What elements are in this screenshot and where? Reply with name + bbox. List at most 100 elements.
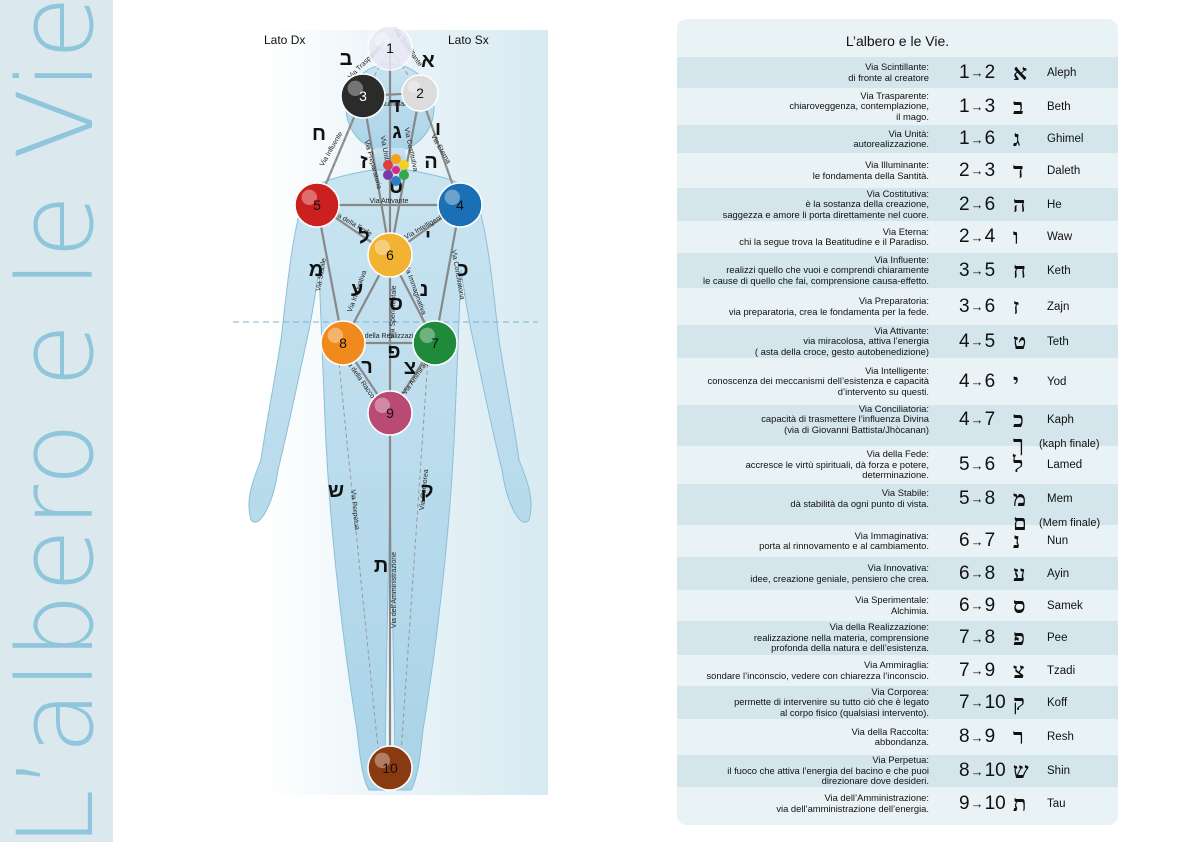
- label-left-side: Lato Sx: [448, 33, 489, 47]
- letter-beth: ב: [340, 48, 353, 70]
- path-from: 6: [959, 594, 970, 616]
- sephira-node-5: [294, 182, 340, 228]
- path-connection: 6→9: [959, 592, 995, 619]
- letter-koff: ק: [420, 480, 433, 502]
- arrow-icon: →: [970, 491, 984, 506]
- path-to: 4: [984, 226, 996, 247]
- letter-pee: פ: [387, 341, 400, 363]
- path-to: 7: [984, 530, 996, 551]
- path-description: Via Conciliatoria:capacità di trasmetter…: [679, 403, 929, 435]
- sephira-number-7: 7: [431, 335, 439, 351]
- path-description-line: Alchimia.: [890, 604, 929, 616]
- path-name: Via Illuminante:: [865, 159, 929, 171]
- path-description: Via Stabile:dà stabilità da ogni punto d…: [679, 484, 929, 513]
- hebrew-letter: א: [1013, 59, 1028, 86]
- path-connection: 2→4: [959, 223, 995, 251]
- path-description: Via Ammiraglia:sondare l’inconscio, vede…: [679, 657, 929, 684]
- path-from: 5: [959, 454, 970, 475]
- path-connection: 7→9: [959, 657, 995, 684]
- path-description: Via Attivante:via miracolosa, attiva l’e…: [679, 325, 929, 358]
- path-from: 6: [959, 530, 970, 551]
- path-connection: 1→6: [959, 125, 995, 153]
- path-label-unita: Via Unità: [379, 135, 391, 164]
- letter-samek: ס: [389, 293, 403, 315]
- sephira-node-6: [367, 232, 413, 278]
- path-connection: 1→3: [959, 90, 995, 123]
- letter-name: Aleph: [1047, 66, 1077, 79]
- arrow-icon: →: [970, 598, 984, 613]
- path-to: 6: [984, 295, 996, 317]
- path-row: Via Innovativa:idee, creazione geniale, …: [677, 557, 1118, 590]
- letter-name: Waw: [1047, 231, 1073, 243]
- letter-ayin: ע: [351, 279, 363, 301]
- letter-shin: ש: [328, 480, 344, 502]
- hebrew-letter: ל: [1013, 452, 1024, 478]
- sephira-node-1: [367, 25, 413, 71]
- side-band: L’albero e le Vie: [0, 0, 113, 842]
- path-row: Via Preparatoria:via preparatoria, crea …: [677, 290, 1118, 323]
- path-to: 5: [984, 259, 996, 281]
- path-to: 9: [984, 594, 996, 616]
- path-description-line: porta al rinnovamento e al cambiamento.: [759, 540, 929, 551]
- tree-path-dashed-line: [336, 342, 381, 769]
- path-description-line: al corpo fisico (qualsiasi intervento).: [779, 706, 929, 718]
- side-title: L’albero e le Vie: [0, 0, 113, 842]
- path-row: Via Immaginativa:porta al rinnovamento e…: [677, 527, 1118, 555]
- path-to: 10: [984, 691, 1006, 713]
- hebrew-letter: ע: [1013, 560, 1026, 587]
- path-description-line: determinazione.: [862, 469, 929, 481]
- path-to: 10: [984, 792, 1006, 814]
- letter-name: Tau: [1047, 797, 1066, 810]
- path-row: Via dell’Amministrazione:via dell’ammini…: [677, 789, 1118, 818]
- letter-name: Koff: [1047, 696, 1068, 709]
- hebrew-letter: מ: [1013, 485, 1027, 512]
- path-connection: 1→2: [959, 57, 995, 88]
- path-from: 1: [959, 128, 970, 149]
- path-to: 10: [984, 760, 1006, 781]
- path-row: Via Attivante:via miracolosa, attiva l’e…: [677, 325, 1118, 358]
- arrow-icon: →: [970, 65, 984, 80]
- path-row: Via Intelligente:conoscenza dei meccanis…: [677, 360, 1118, 403]
- path-from: 3: [959, 259, 970, 281]
- arrow-icon: →: [970, 663, 984, 678]
- sephira-number-8: 8: [339, 335, 347, 351]
- path-description: Via Preparatoria:via preparatoria, crea …: [679, 290, 929, 323]
- path-description-line: via preparatoria, crea le fondamenta per…: [728, 305, 929, 317]
- letter-name: He: [1047, 198, 1062, 211]
- path-description-line: profonda della natura e dell’esistenza.: [771, 642, 929, 654]
- path-to: 6: [984, 193, 996, 215]
- path-label-perpetua: Via Perpetua: [349, 489, 360, 530]
- path-description: Via Scintillante:di fronte al creatore: [679, 57, 929, 88]
- arrow-icon: →: [970, 131, 984, 147]
- path-description: Via Influente:realizzi quello che vuoi e…: [679, 253, 929, 288]
- path-label-illuminante: Via Illuminante: [368, 101, 414, 108]
- tree-path-line: [433, 204, 462, 344]
- path-from: 2: [959, 193, 970, 215]
- tree-path-dashed-line: [399, 342, 430, 769]
- path-name: Via Eterna:: [882, 225, 929, 237]
- path-name: Via della Fede:: [866, 448, 929, 460]
- path-from: 7: [959, 691, 970, 713]
- arrow-icon: →: [970, 163, 984, 178]
- letter-name: Keth: [1047, 264, 1071, 277]
- path-row: Via Ammiraglia:sondare l’inconscio, vede…: [677, 657, 1118, 684]
- path-to: 5: [984, 330, 996, 352]
- letter-name: Tzadi: [1047, 664, 1076, 677]
- letter-kaph: כ: [457, 259, 468, 281]
- path-label-sperimentale: Via Sperimentale: [389, 285, 398, 338]
- path-name: Via Attivante:: [874, 324, 929, 336]
- arrow-icon: →: [970, 763, 984, 779]
- path-name: Via Intelligente:: [865, 364, 929, 376]
- hebrew-letter: ק: [1013, 689, 1025, 716]
- path-description-line: abbondanza.: [874, 736, 929, 747]
- hebrew-letter: צ: [1013, 657, 1025, 684]
- arrow-icon: →: [970, 412, 984, 427]
- path-description: Via Corporea:permette di intervenire su …: [679, 686, 929, 719]
- path-connection: 6→8: [959, 557, 995, 590]
- path-description: Via dell’Amministrazione:via dell’ammini…: [679, 789, 929, 818]
- path-description-line: idee, creazione geniale, pensiero che cr…: [750, 572, 929, 584]
- sephira-node-10: [367, 745, 413, 791]
- path-connection: 6→7: [959, 527, 995, 555]
